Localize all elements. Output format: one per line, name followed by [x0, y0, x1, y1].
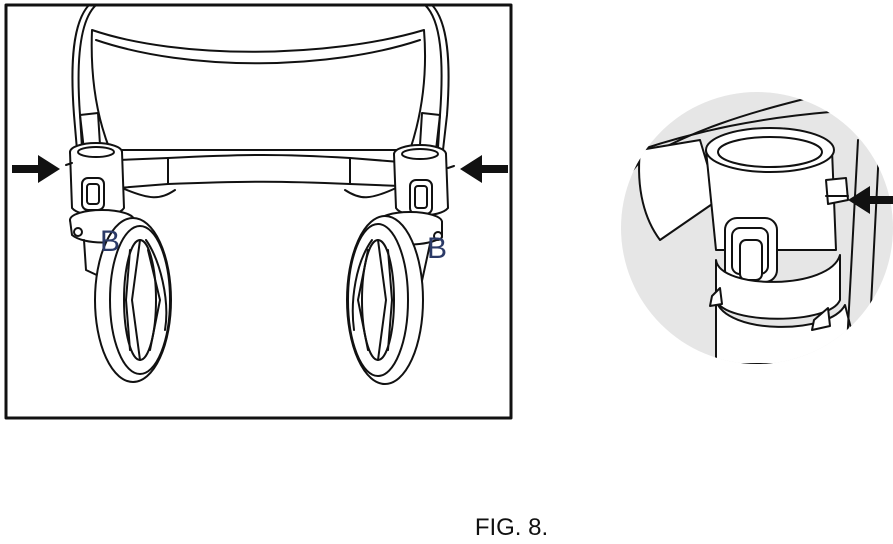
arrow-left-icon [460, 155, 508, 183]
arrow-right-icon [12, 155, 60, 183]
arrow-left-icon [848, 186, 893, 214]
detail-magnified-view [621, 92, 893, 364]
figure-caption: FIG. 8. [474, 514, 549, 541]
label-b-right: B [427, 232, 448, 265]
stroller-front-view [65, 4, 455, 385]
label-b-left: B [100, 225, 121, 258]
